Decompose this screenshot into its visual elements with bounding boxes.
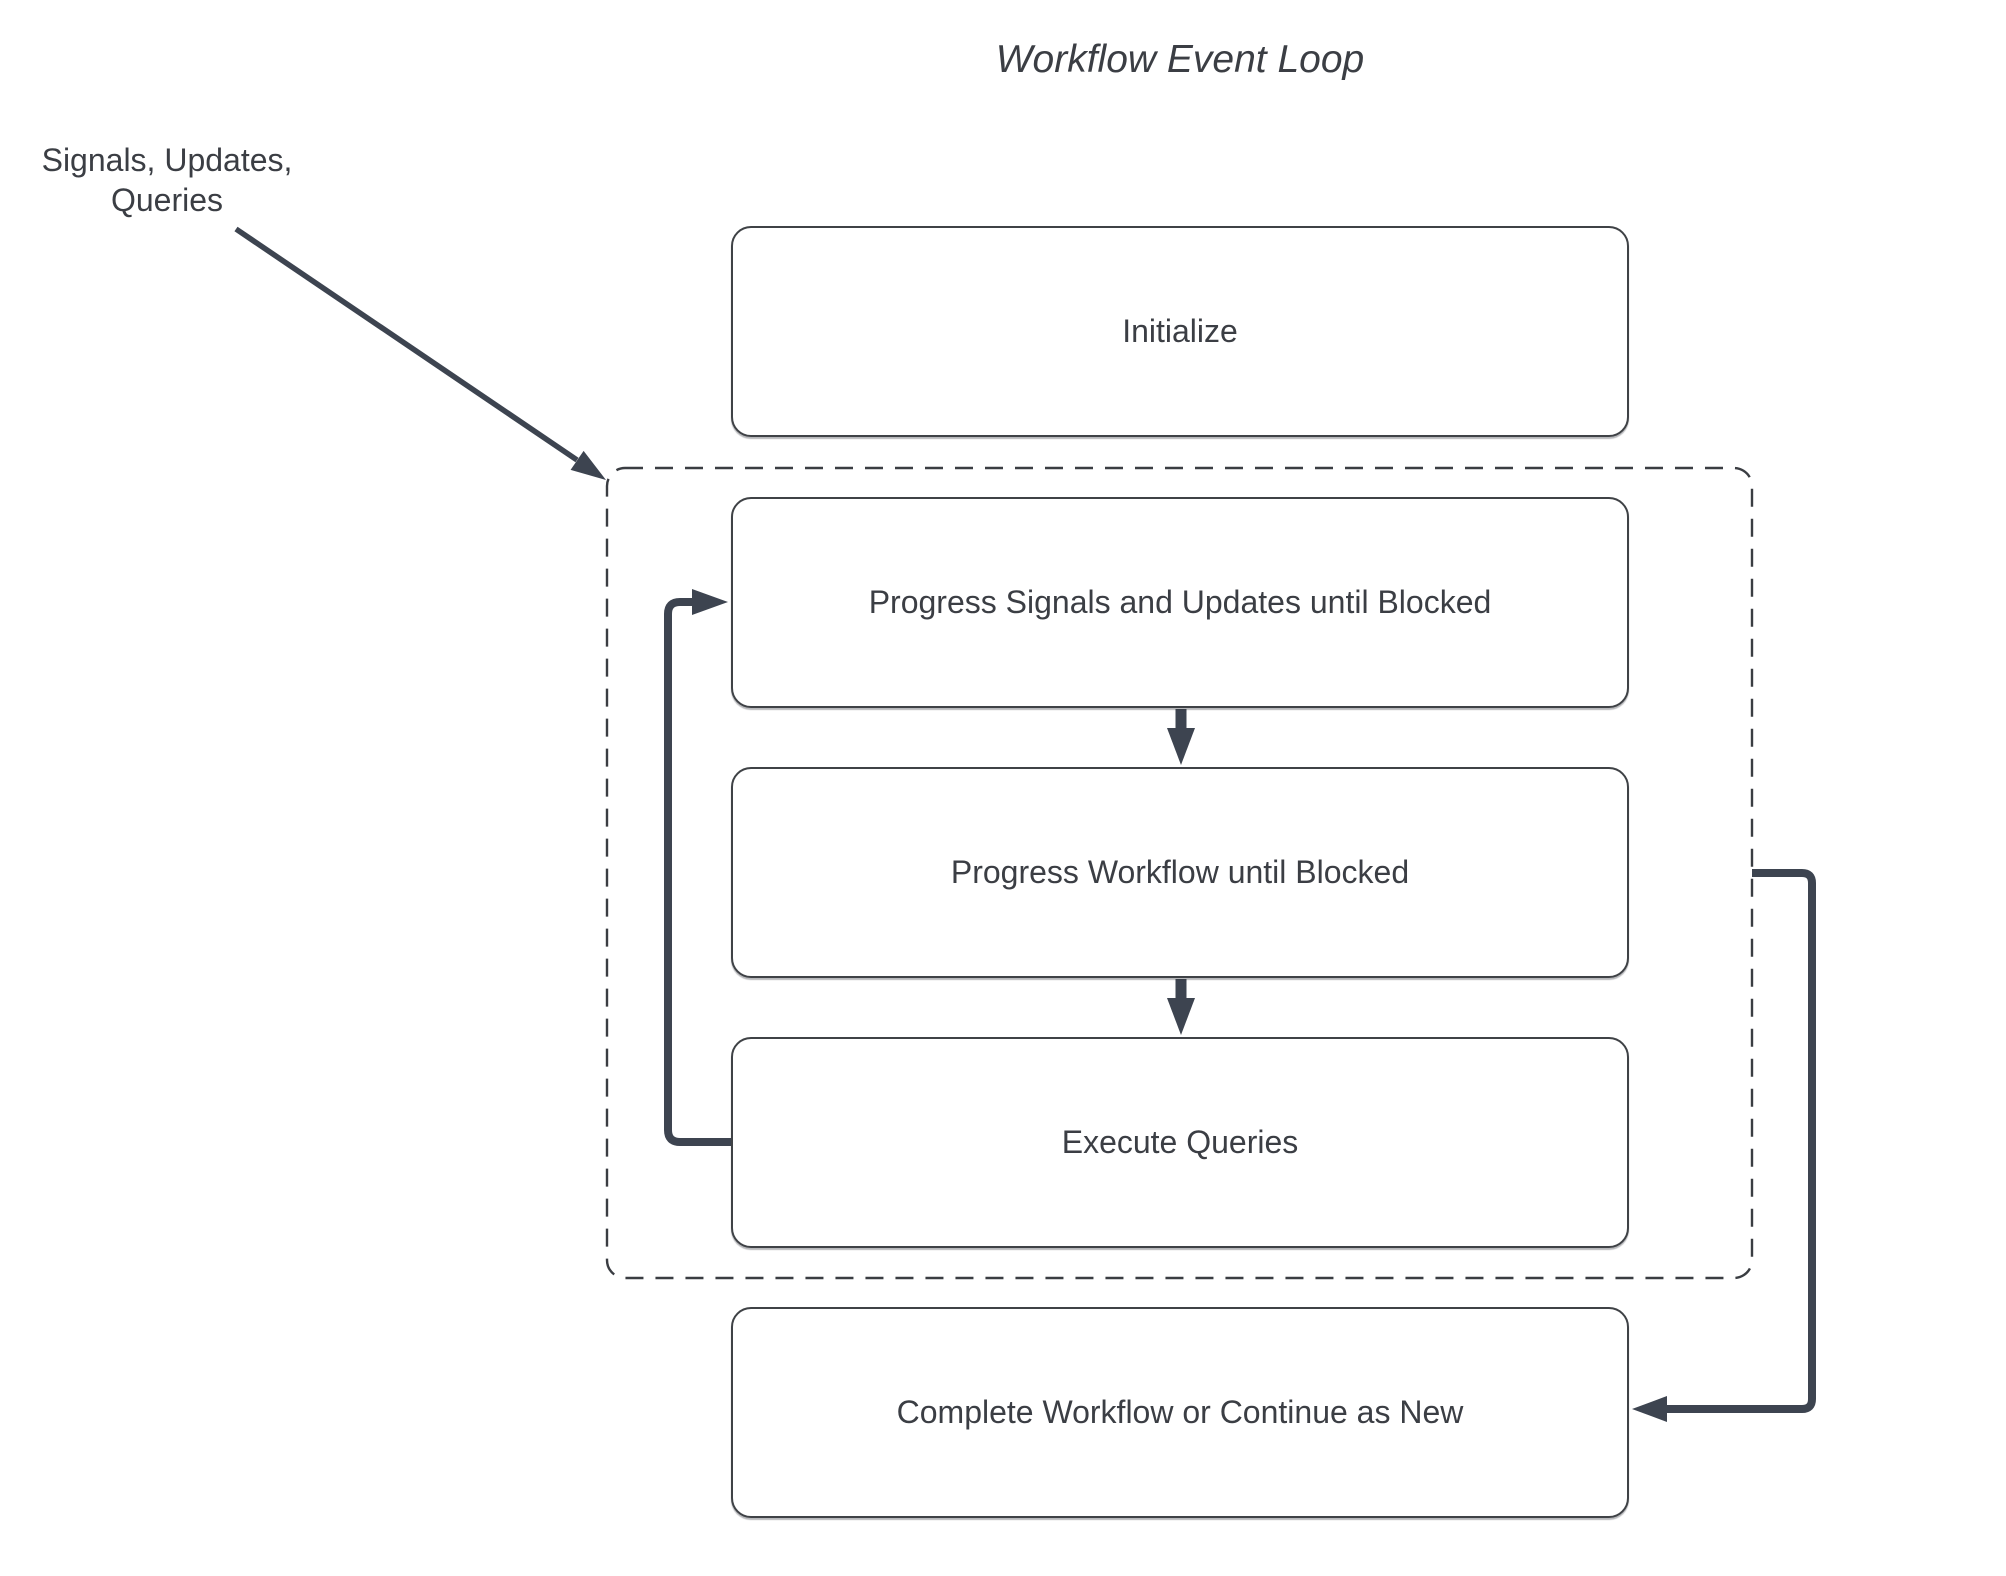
arrow-to-complete xyxy=(1632,869,1816,1422)
external-events-label-line1: Signals, Updates, xyxy=(41,142,293,178)
node-execute-queries: Execute Queries xyxy=(731,1037,1629,1248)
node-execute-queries-label: Execute Queries xyxy=(1061,1124,1299,1160)
node-initialize: Initialize xyxy=(731,226,1629,437)
loop-back-arrow xyxy=(664,589,734,1146)
arrow-signals-to-workflow xyxy=(1167,709,1195,765)
signals-updates-queries-arrow xyxy=(234,226,606,480)
node-initialize-label: Initialize xyxy=(1122,313,1238,349)
event-loop-group-outline xyxy=(605,466,1754,1280)
node-complete-workflow: Complete Workflow or Continue as New xyxy=(731,1307,1629,1518)
external-events-label: Signals, Updates, Queries xyxy=(17,140,317,220)
arrow-workflow-to-queries xyxy=(1167,979,1195,1035)
node-progress-workflow-label: Progress Workflow until Blocked xyxy=(950,854,1410,890)
external-events-label-line2: Queries xyxy=(110,182,224,218)
node-progress-workflow: Progress Workflow until Blocked xyxy=(731,767,1629,978)
node-progress-signals-label: Progress Signals and Updates until Block… xyxy=(868,584,1492,620)
node-progress-signals-and-updates: Progress Signals and Updates until Block… xyxy=(731,497,1629,708)
node-complete-workflow-label: Complete Workflow or Continue as New xyxy=(896,1394,1464,1430)
diagram-title: Workflow Event Loop xyxy=(995,38,1365,81)
